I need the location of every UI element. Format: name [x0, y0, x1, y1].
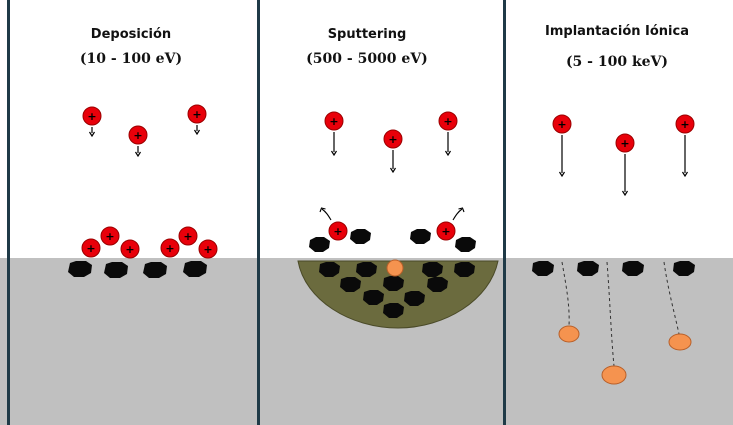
ion: + [178, 226, 198, 246]
ion-charge-label: + [86, 242, 95, 255]
incoming-ions: + + + [324, 111, 458, 174]
ion: + [82, 106, 102, 138]
implantation-tracks [561, 261, 680, 367]
ion-charge-label: + [388, 133, 397, 146]
ion: + [436, 221, 456, 241]
ion: + [81, 238, 101, 258]
ejected-atoms [309, 229, 476, 252]
ion: + [120, 239, 140, 259]
ion-charge-label: + [203, 243, 212, 256]
ion-charge-label: + [165, 242, 174, 255]
panel-implantation: Implantación Iónica (5 - 100 keV) + + + [532, 24, 695, 385]
ion: + [324, 111, 344, 157]
ion: + [383, 129, 403, 174]
ion: + [328, 221, 348, 241]
panel-title: Deposición [91, 27, 171, 42]
ion: + [100, 226, 120, 246]
ion-charge-label: + [133, 129, 142, 142]
left-border [7, 0, 10, 425]
ion-charge-label: + [192, 108, 201, 121]
panel-sputtering: Sputtering (500 - 5000 eV) + + + [297, 27, 499, 329]
ion-charge-label: + [183, 230, 192, 243]
ion: + [552, 114, 572, 178]
incoming-ions: + + + [552, 114, 695, 197]
displaced-atom [386, 259, 404, 277]
ion: + [187, 104, 207, 136]
ion: + [438, 111, 458, 157]
ion: + [128, 125, 148, 158]
crater-atoms [319, 262, 475, 318]
panel-title: Sputtering [328, 27, 407, 42]
deposited-ions: + + + + + + [81, 226, 218, 259]
surface-atoms [68, 261, 207, 278]
ion: + [198, 239, 218, 259]
ion-charge-label: + [620, 137, 629, 150]
ion-charge-label: + [105, 230, 114, 243]
ion-charge-label: + [125, 243, 134, 256]
ion-charge-label: + [557, 118, 566, 131]
panel-deposition: Deposición (10 - 100 eV) + + + [68, 27, 218, 278]
ion-charge-label: + [333, 225, 342, 238]
implanted-atoms [558, 325, 692, 385]
reflected-ions: + + [319, 207, 465, 241]
panel-energy: (500 - 5000 eV) [306, 51, 428, 67]
divider-2 [503, 0, 506, 425]
panel-energy: (5 - 100 keV) [566, 54, 668, 70]
ion-charge-label: + [329, 115, 338, 128]
divider-1 [257, 0, 260, 425]
ion-charge-label: + [441, 225, 450, 238]
panel-title: Implantación Iónica [545, 24, 689, 39]
incoming-ions: + + + [82, 104, 207, 158]
ion: + [675, 114, 695, 178]
surface-atoms [532, 261, 695, 276]
ion: + [160, 238, 180, 258]
ion: + [615, 133, 635, 197]
ion-charge-label: + [680, 118, 689, 131]
panel-energy: (10 - 100 eV) [80, 51, 182, 67]
ion-charge-label: + [443, 115, 452, 128]
ion-charge-label: + [87, 110, 96, 123]
